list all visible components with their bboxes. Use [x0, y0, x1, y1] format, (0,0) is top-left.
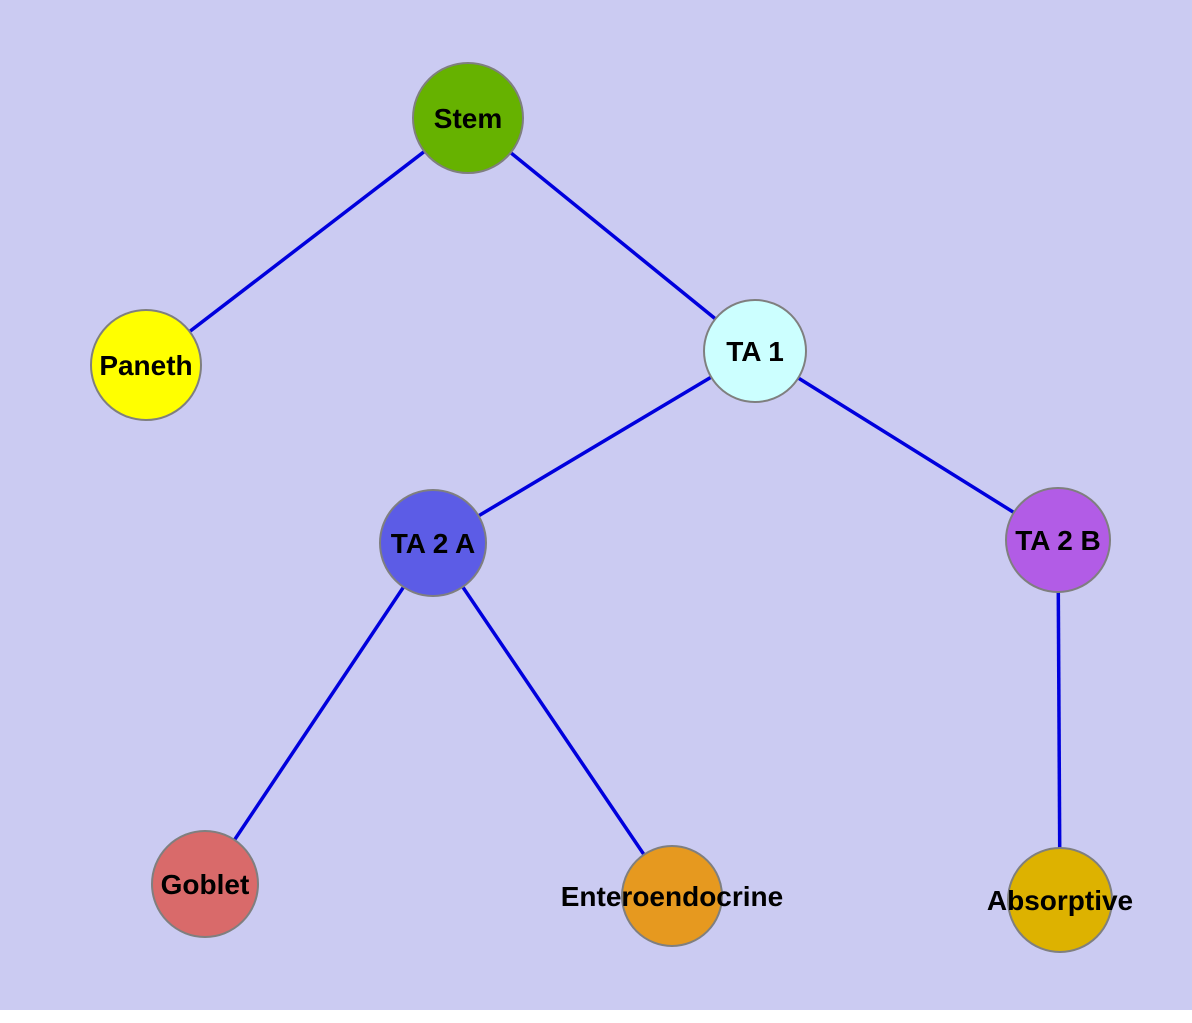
edge-ta-2-a-to-goblet: [203, 542, 435, 885]
edge-ta-1-to-ta-2-b: [754, 349, 1059, 542]
edge-layer: [144, 116, 1062, 901]
node-paneth[interactable]: [90, 309, 202, 421]
node-label-ta-1: TA 1: [726, 336, 784, 367]
node-ta-2-a[interactable]: [379, 489, 487, 597]
edge-ta-2-a-to-enteroendocrine: [431, 542, 674, 897]
node-label-goblet: Goblet: [161, 869, 250, 900]
edge-ta-2-b-to-absorptive: [1056, 539, 1062, 901]
node-goblet[interactable]: [151, 830, 259, 938]
node-enteroendocrine[interactable]: [621, 845, 723, 947]
node-label-ta-2-a: TA 2 A: [391, 528, 476, 559]
node-ta-2-b[interactable]: [1005, 487, 1111, 593]
edge-stem-to-paneth: [144, 116, 470, 367]
edge-stem-to-ta-1: [466, 116, 757, 353]
node-label-ta-2-b: TA 2 B: [1015, 525, 1101, 556]
node-label-enteroendocrine: Enteroendocrine: [561, 881, 783, 912]
node-label-stem: Stem: [434, 103, 502, 134]
edge-ta-1-to-ta-2-a: [432, 349, 756, 545]
node-layer: [90, 62, 1113, 953]
node-label-absorptive: Absorptive: [987, 885, 1133, 916]
node-absorptive[interactable]: [1007, 847, 1113, 953]
node-ta-1[interactable]: [703, 299, 807, 403]
node-stem[interactable]: [412, 62, 524, 174]
node-label-paneth: Paneth: [99, 350, 192, 381]
